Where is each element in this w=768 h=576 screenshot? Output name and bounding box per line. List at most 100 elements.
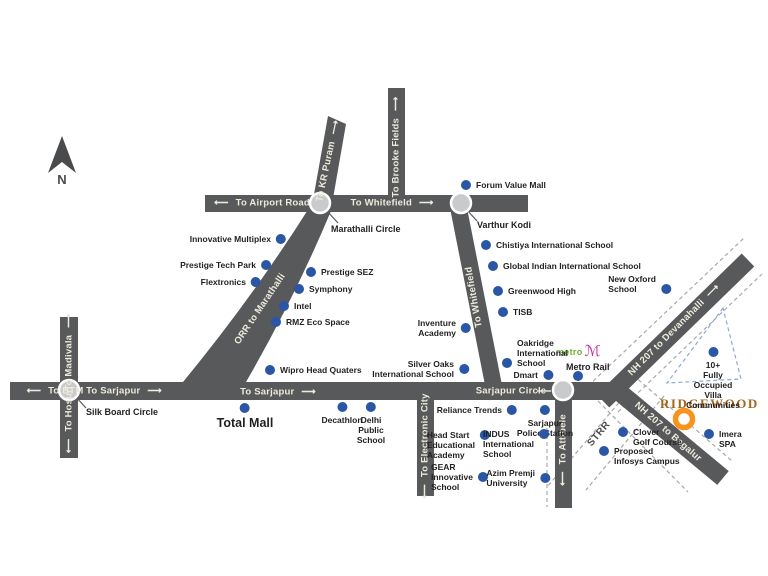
landmark-dot <box>261 259 271 270</box>
landmark-label: Imera SPA <box>719 429 742 450</box>
landmark-prestige-tech-park: Prestige Tech Park <box>180 259 271 270</box>
landmark-label: Silver Oaks International School <box>372 358 454 379</box>
landmark-dot <box>540 405 550 415</box>
landmark-dot <box>618 427 628 437</box>
landmark-dot <box>294 283 304 294</box>
landmark-rmz-eco-space: RMZ Eco Space <box>271 316 350 327</box>
landmark-label: Symphony <box>309 283 353 294</box>
metro-logo-text: metro <box>556 346 583 357</box>
junction-label-silk-board-circle: Silk Board Circle <box>86 407 159 417</box>
landmark-label: RMZ Eco Space <box>286 316 350 327</box>
landmark-dot <box>461 179 471 190</box>
arrow-down-icon: ⟵ <box>63 438 74 454</box>
landmark-dot <box>240 403 250 413</box>
landmark-innovative-multiplex: Innovative Multiplex <box>190 233 286 244</box>
landmark-label: Reliance Trends <box>436 404 502 415</box>
junction-circles <box>57 191 575 402</box>
arrow-down-icon: ⟵ <box>419 484 430 499</box>
landmark-label: Total Mall <box>216 416 274 430</box>
junction-label-marathalli-circle: Marathalli Circle <box>331 224 401 234</box>
landmark-greenwood-high: Greenwood High <box>493 285 576 296</box>
landmark-dmart: Dmart <box>513 369 553 380</box>
landmark-dot <box>543 369 553 380</box>
landmark-chistiya-international-school: Chistiya International School <box>481 239 613 250</box>
arrow-right-icon: ⟶ <box>147 385 162 396</box>
landmark-dot <box>488 260 498 271</box>
landmark-oakridge-international-school: Oakridge International School <box>502 338 568 368</box>
landmark-dot <box>337 402 347 412</box>
road-label-sarjapur-circle: Sarjapur Circle <box>476 386 547 397</box>
landmark-indus-international-school: INDUS International School <box>483 429 549 459</box>
landmark-label: New Oxford School <box>608 273 656 294</box>
landmark-flextronics: Flextronics <box>200 276 261 287</box>
landmark-label: Forum Value Mall <box>476 179 546 190</box>
landmark-label: INDUS International School <box>482 429 534 460</box>
landmark-label: Intel <box>294 300 312 311</box>
ridgewood-brand: RIDGEWOOD <box>660 396 759 411</box>
road-label-text: Sarjapur Circle <box>475 385 547 397</box>
landmark-dot <box>507 404 517 415</box>
road-label-text: To Brooke Fields <box>390 117 402 198</box>
landmark-dot <box>661 284 671 294</box>
landmark-label: 10+ Fully Occupied Villa Communities <box>686 360 740 411</box>
landmark-dot <box>251 276 261 287</box>
landmark-imera-spa: Imera SPA <box>704 429 742 449</box>
junction-label-varthur-kodi: Varthur Kodi <box>477 220 532 230</box>
landmark-dot <box>478 471 488 482</box>
landmark-label: Flextronics <box>200 276 246 287</box>
metro-logo-icon: ℳ <box>584 342 601 360</box>
landmark-dot <box>366 402 376 412</box>
landmark-dot <box>271 316 281 327</box>
landmark-label: Inventure Academy <box>417 317 456 338</box>
road-label-text: To Whitefield <box>350 197 412 209</box>
road-label-sarjapur-west: To Sarjapur ⟶ <box>86 386 162 397</box>
arrow-right-icon: ⟶ <box>418 197 434 208</box>
landmark-global-indian-international-school: Global Indian International School <box>488 260 641 271</box>
landmark-inventure-academy: Inventure Academy <box>418 318 471 338</box>
landmark-sarjapur-police-station: Sarjapur Police Station <box>517 405 573 438</box>
landmark-dot <box>708 347 718 357</box>
landmark-label: GEAR Innovative School <box>430 461 473 493</box>
landmark-label: Head Start Educational Academy <box>426 430 475 461</box>
landmark-label: Dmart <box>513 369 538 380</box>
landmark-gear-innovative-school: GEAR Innovative School <box>431 462 488 492</box>
landmark-prestige-sez: Prestige SEZ <box>306 266 373 277</box>
landmark-label: Global Indian International School <box>503 260 641 271</box>
road-label-btm: ⟵ To BTM <box>27 386 84 397</box>
metro-rail-dot <box>573 371 583 381</box>
landmark-intel: Intel <box>279 300 312 311</box>
landmark-dot <box>461 323 471 333</box>
road-label-text: To Hosur <box>63 388 75 432</box>
road-label-whitefield-east: To Whitefield ⟶ <box>350 198 433 209</box>
landmark-dot <box>599 446 609 456</box>
road-label-brooke-fields: To Brooke Fields ⟶ <box>390 96 402 198</box>
landmark-label: Decathlon <box>321 415 363 425</box>
landmark-dot <box>276 233 286 244</box>
landmark-dot <box>539 429 549 439</box>
road-label-sarjapur-mid: To Sarjapur ⟶ <box>240 387 316 398</box>
arrow-up-icon: ⟶ <box>390 96 401 111</box>
landmark-label: Proposed Infosys Campus <box>614 446 680 467</box>
landmark-proposed-infosys-campus: Proposed Infosys Campus <box>599 446 680 466</box>
landmark-new-oxford-school: New Oxford School <box>608 274 671 294</box>
north-label: N <box>57 172 67 187</box>
landmark-silver-oaks: Silver Oaks International School <box>372 359 469 379</box>
landmark-symphony: Symphony <box>294 283 353 294</box>
road-label-text: To BTM <box>48 385 84 397</box>
nh207-roads <box>596 253 755 485</box>
landmark-label: Delhi Public School <box>356 415 386 446</box>
landmark-head-start-educational-academy: Head Start Educational Academy <box>427 430 490 460</box>
arrow-left-icon: ⟵ <box>214 197 229 208</box>
dashed-guides <box>546 237 763 507</box>
landmark-tisb: TISB <box>498 306 532 317</box>
road-label-madivala: To Madivala ⟶ <box>63 313 75 390</box>
landmark-dot <box>493 285 503 296</box>
landmark-delhi-public-school: Delhi Public School <box>357 402 385 445</box>
landmark-dot <box>704 429 714 439</box>
landmark-decathlon: Decathlon <box>321 402 363 425</box>
landmark-dot <box>306 266 316 277</box>
landmark-label: Wipro Head Quaters <box>280 364 362 375</box>
landmark-label: Azim Premji University <box>486 467 535 488</box>
road-label-airport-road: ⟵ To Airport Road <box>214 198 310 209</box>
